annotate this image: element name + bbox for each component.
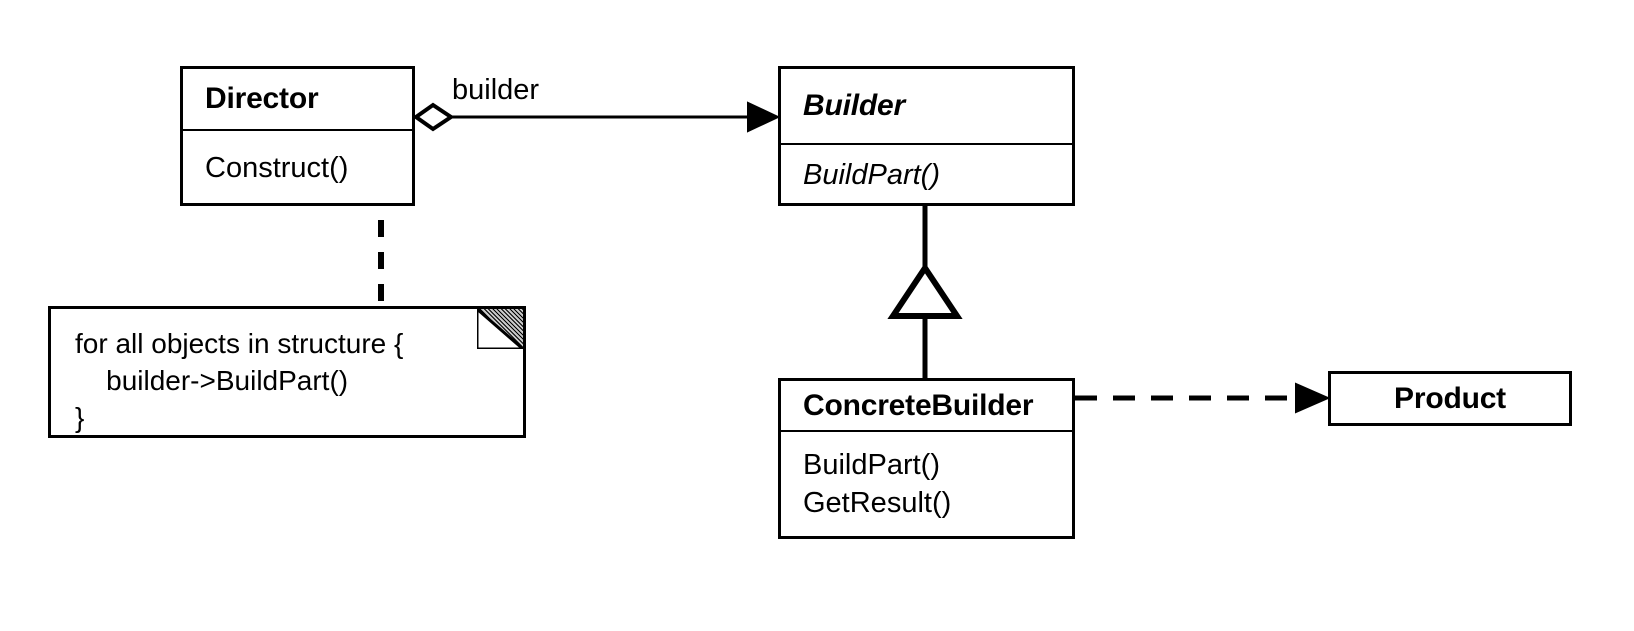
filled-arrow-icon-product: [1295, 382, 1331, 414]
note-fold-corner-icon: [477, 309, 523, 349]
class-box-concretebuilder[interactable]: ConcreteBuilder BuildPart() GetResult(): [778, 378, 1075, 539]
class-name-product: Product: [1394, 381, 1506, 415]
operations-compartment-director: Construct(): [183, 131, 412, 206]
filled-arrow-icon-builder: [747, 101, 781, 133]
operation-construct: Construct(): [205, 152, 349, 185]
operation-buildpart-abstract: BuildPart(): [803, 159, 940, 192]
class-name-compartment-director: Director: [183, 69, 412, 131]
class-name-concretebuilder: ConcreteBuilder: [803, 388, 1034, 422]
note-text: for all objects in structure { builder->…: [75, 328, 404, 434]
class-box-director[interactable]: Director Construct(): [180, 66, 415, 206]
note-box[interactable]: for all objects in structure { builder->…: [48, 306, 526, 438]
operations-compartment-concretebuilder: BuildPart() GetResult(): [781, 432, 1072, 539]
class-name-director: Director: [205, 82, 319, 115]
operation-getresult: GetResult(): [803, 487, 952, 520]
class-name-compartment-concretebuilder: ConcreteBuilder: [781, 381, 1072, 432]
class-box-builder[interactable]: Builder BuildPart(): [778, 66, 1075, 206]
class-box-product[interactable]: Product: [1328, 371, 1572, 426]
operation-buildpart: BuildPart(): [803, 449, 940, 481]
association-label-builder: builder: [452, 74, 540, 106]
class-name-builder: Builder: [803, 89, 905, 122]
class-name-compartment-builder: Builder: [781, 69, 1072, 145]
hollow-diamond-icon: [412, 102, 455, 132]
operations-compartment-builder: BuildPart(): [781, 145, 1072, 206]
hollow-triangle-icon: [887, 262, 963, 319]
